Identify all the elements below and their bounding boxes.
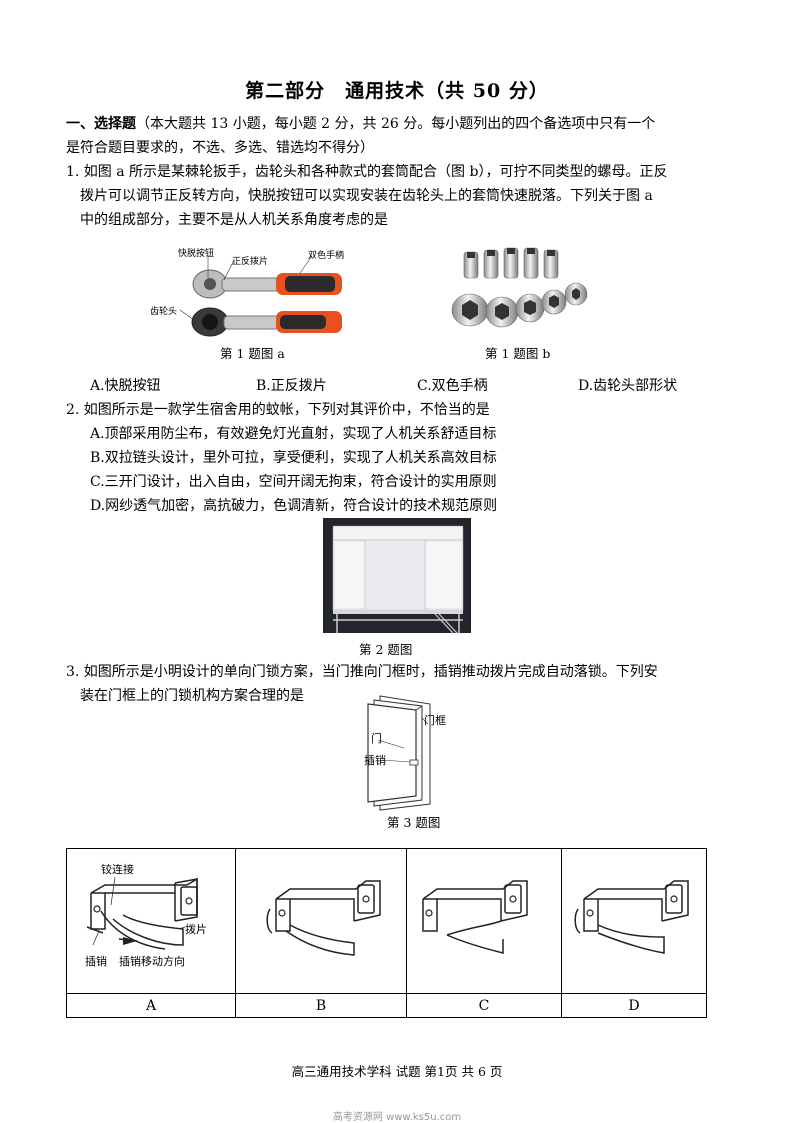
q3-line1: 3. 如图所示是小明设计的单向门锁方案，当门推向门框时，插销推动拨片完成自动落锁…	[66, 664, 658, 680]
watermark: 高考资源网 www.ks5u.com	[332, 1112, 462, 1123]
label-gear-head: 齿轮头	[150, 307, 178, 317]
page-footer: 高三通用技术学科 试题 第1页 共 6 页	[291, 1064, 503, 1079]
q2-line1: 2. 如图所示是一款学生宿舍用的蚊帐，下列对其评价中，不恰当的是	[66, 402, 490, 418]
q1-line2: 拨片可以调节正反转方向，快脱按钮可以实现安装在齿轮头上的套筒快速脱落。下列关于图…	[80, 188, 653, 204]
label-quick-release: 快脱按钮	[178, 249, 215, 259]
q2-option-b[interactable]: B.双拉链头设计，里外可拉，享受便利，实现了人机关系高效目标	[90, 450, 497, 466]
mosquito-net-figure	[323, 518, 471, 633]
label-door: 门	[371, 732, 382, 745]
q1-option-b[interactable]: B.正反拨片	[256, 378, 327, 394]
lock-option-d-figure	[561, 848, 707, 994]
lock-option-a-figure: 铰连接 拨片 插销 插销移动方向	[66, 848, 236, 994]
choice-d[interactable]: D	[561, 993, 707, 1018]
lock-mechanism-d-drawing	[574, 880, 689, 954]
section-intro: 一、选择题（本大题共 13 小题，每小题 2 分，共 26 分。每小题列出的四个…	[66, 112, 655, 136]
caption-fig-2: 第 2 题图	[359, 642, 413, 657]
q1-line3: 中的组成部分，主要不是从人机关系角度考虑的是	[80, 212, 388, 228]
q1-line1: 1. 如图 a 所示是某棘轮扳手，齿轮头和各种款式的套筒配合（图 b），可拧不同…	[66, 164, 668, 180]
caption-fig-3: 第 3 题图	[387, 815, 441, 830]
choice-c[interactable]: C	[406, 993, 562, 1018]
lock-option-c-figure	[406, 848, 562, 994]
lock-options-table: 铰连接 拨片 插销 插销移动方向	[66, 848, 707, 1018]
q2-option-d[interactable]: D.网纱透气加密，高抗破力，色调清新，符合设计的技术规范原则	[90, 498, 498, 514]
q2-option-a[interactable]: A.顶部采用防尘布，有效避免灯光直射，实现了人机关系舒适目标	[90, 426, 497, 442]
section-heading: 一、选择题	[66, 116, 136, 132]
section-intro-line2: 是符合题目要求的，不选、多选、错选均不得分）	[66, 140, 374, 156]
label-pin-direction: 插销移动方向	[119, 955, 185, 968]
q1-option-a[interactable]: A.快脱按钮	[90, 378, 161, 394]
q3-line2: 装在门框上的门锁机构方案合理的是	[80, 688, 304, 704]
q1-option-c[interactable]: C.双色手柄	[417, 378, 488, 394]
label-hinge: 铰连接	[101, 863, 134, 876]
choice-b[interactable]: B	[235, 993, 407, 1018]
label-table-pin: 插销	[85, 955, 107, 968]
sockets-figure	[451, 247, 588, 328]
door-figure	[367, 695, 431, 811]
label-paddle: 拨片	[185, 923, 207, 936]
ratchet-wrench-figure	[179, 255, 342, 337]
caption-fig-1a: 第 1 题图 a	[220, 346, 285, 361]
caption-fig-1b: 第 1 题图 b	[485, 346, 551, 361]
label-door-frame: 门框	[424, 714, 446, 727]
label-pin: 插销	[364, 754, 386, 767]
choice-a[interactable]: A	[66, 993, 236, 1018]
q2-option-c[interactable]: C.三开门设计，出入自由，空间开阔无拘束，符合设计的实用原则	[90, 474, 497, 490]
section-intro-line1: （本大题共 13 小题，每小题 2 分，共 26 分。每小题列出的四个备选项中只…	[136, 116, 656, 132]
q1-option-d[interactable]: D.齿轮头部形状	[578, 378, 678, 394]
lock-mechanism-b-drawing	[266, 880, 381, 956]
lock-option-b-figure	[235, 848, 407, 994]
label-direction-switch: 正反拨片	[232, 257, 269, 267]
page-title: 第二部分 通用技术（共 50 分）	[245, 80, 549, 102]
lock-mechanism-c-drawing	[422, 880, 528, 954]
lock-mechanism-a-drawing	[86, 876, 198, 950]
label-two-color-handle: 双色手柄	[308, 251, 345, 261]
